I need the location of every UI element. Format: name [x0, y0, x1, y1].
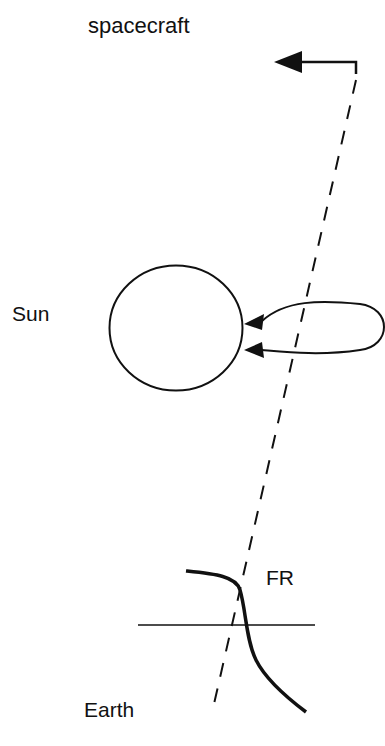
- sun-circle: Sun: [108, 264, 244, 392]
- fr-curve: [186, 571, 306, 712]
- axis-line: [138, 624, 315, 626]
- figure-label: FR: [266, 566, 294, 589]
- figure-label: Earth: [84, 698, 134, 721]
- spacecraft-body: [300, 62, 356, 74]
- spacecraft-arrow: [274, 51, 302, 73]
- node-label: Sun: [12, 302, 49, 325]
- coronal-loop: [262, 302, 384, 353]
- loop-arrowhead: [244, 314, 264, 330]
- node-outline: [108, 264, 244, 392]
- figure-label: spacecraft: [88, 14, 190, 38]
- loop-arrowhead: [244, 342, 264, 358]
- line-of-sight: [214, 80, 356, 704]
- sun-outline: [110, 266, 243, 391]
